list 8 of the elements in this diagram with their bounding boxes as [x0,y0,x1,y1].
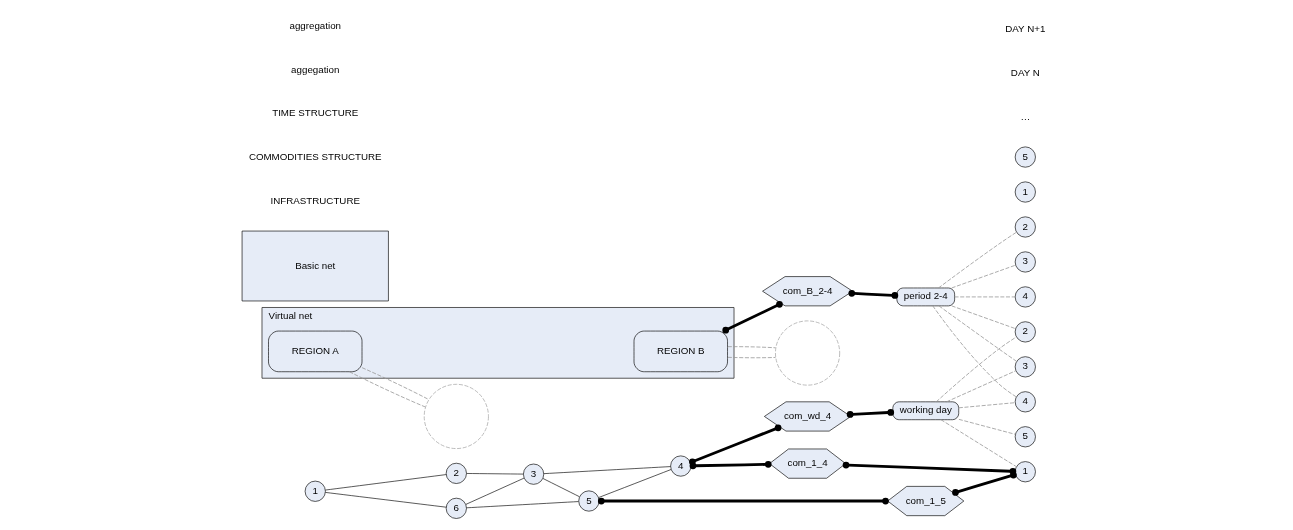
label: aggregation [289,19,342,31]
label: aggegation [291,63,340,75]
label: COMMODITIES STRUCTURE [248,151,382,163]
label: DAY N+1 [1005,22,1046,34]
label: TIME STRUCTURE [272,107,359,119]
label: … [1020,110,1031,122]
label: DAY N [1010,66,1040,78]
label: INFRASTRUCTURE [270,195,360,207]
